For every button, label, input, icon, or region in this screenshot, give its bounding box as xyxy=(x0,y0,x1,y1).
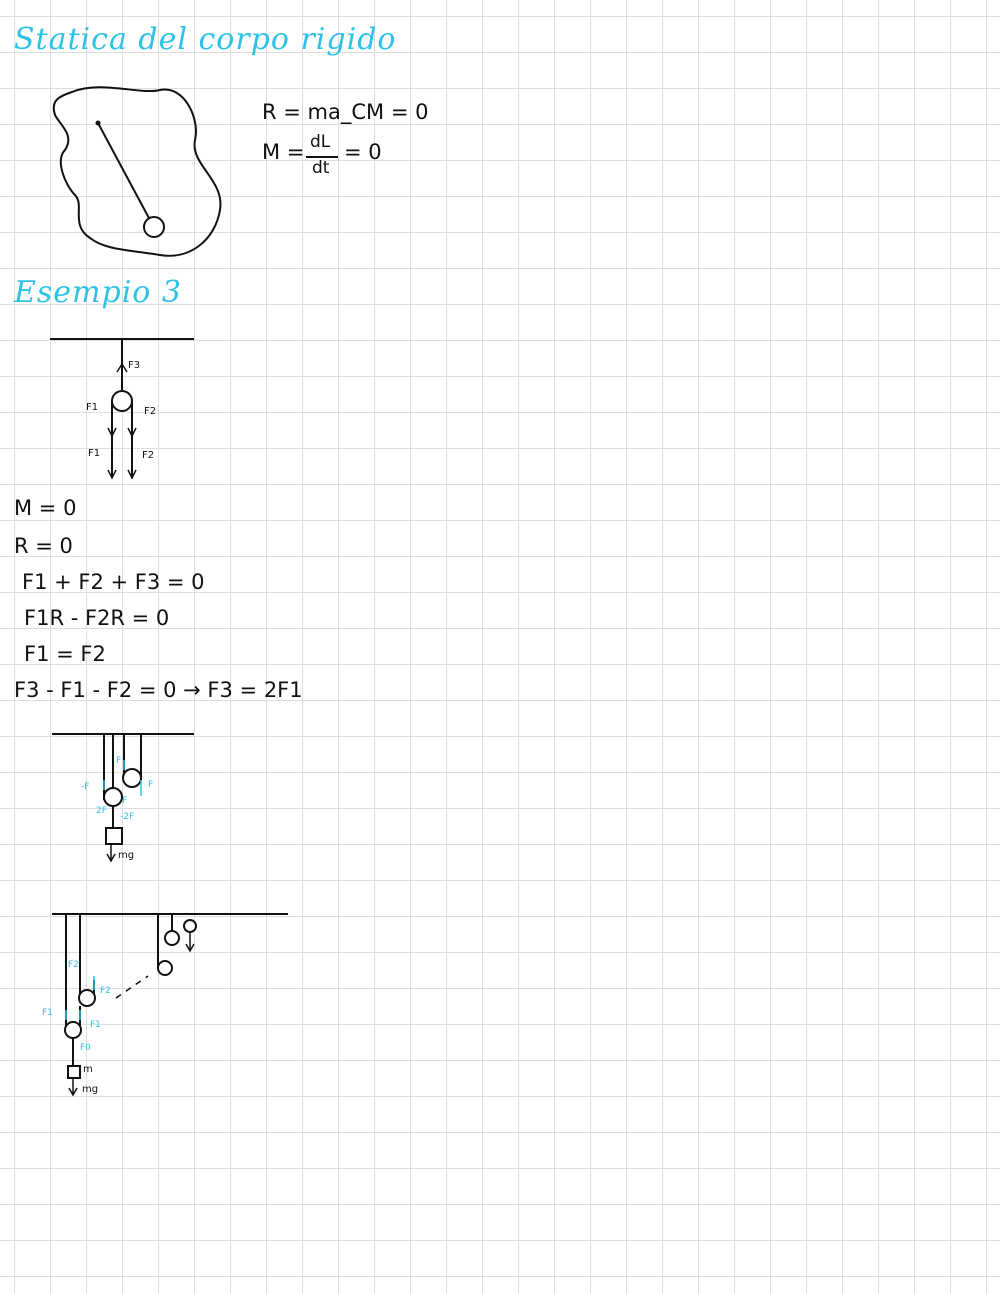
label-fig2-2f: 2F xyxy=(96,806,107,816)
pulley-1 xyxy=(111,390,133,412)
label-fig2-f-right: F xyxy=(148,780,154,790)
equation-moment-denominator: dt xyxy=(312,158,330,178)
equation-line-4: F1R - F2R = 0 xyxy=(24,606,170,630)
pendulum-rod xyxy=(97,122,151,221)
equation-moment-numerator: dL xyxy=(310,132,331,152)
pivot-point xyxy=(95,120,101,126)
label-fig2-f-mid: F xyxy=(122,796,128,806)
label-fig3-f2-left: F2 xyxy=(68,960,79,970)
equation-line-6: F3 - F1 - F2 = 0 → F3 = 2F1 xyxy=(14,678,303,702)
label-fig2-minus-2f: -2F xyxy=(120,812,135,822)
pulley-3b xyxy=(64,1021,82,1039)
rigid-body-outline xyxy=(52,86,222,257)
pulley-3c xyxy=(157,960,173,976)
pulley-2b xyxy=(103,787,123,807)
equation-line-1: M = 0 xyxy=(14,496,77,520)
label-fig3-f0: F0 xyxy=(80,1043,91,1053)
equation-line-2: R = 0 xyxy=(14,534,73,558)
pendulum-bob xyxy=(143,216,165,238)
equation-moment-rhs: = 0 xyxy=(344,140,382,164)
pulley-3a xyxy=(78,989,96,1007)
equation-moment-lhs: M = xyxy=(262,140,305,164)
pulley-2a xyxy=(122,768,142,788)
label-f1-lower: F1 xyxy=(88,448,101,459)
pulley-3d xyxy=(164,930,180,946)
pulley-3e xyxy=(183,919,197,933)
fig3-pulley-diagram xyxy=(52,913,288,1097)
label-fig2-minus-f: -F xyxy=(81,782,90,792)
label-fig3-f1-left: F1 xyxy=(42,1008,53,1018)
label-f2-upper: F2 xyxy=(144,406,157,417)
label-fig2-mg: mg xyxy=(118,850,135,861)
equation-resultant-force: R = ma_CM = 0 xyxy=(262,100,429,124)
fig2-pulley-diagram xyxy=(52,733,194,863)
mass-block-3 xyxy=(67,1065,81,1079)
label-fig3-f2-right: F2 xyxy=(100,986,111,996)
example-title: Esempio 3 xyxy=(14,275,182,310)
equation-line-5: F1 = F2 xyxy=(24,642,106,666)
fraction-bar xyxy=(306,156,338,158)
label-f1-upper: F1 xyxy=(86,402,99,413)
label-f2-lower: F2 xyxy=(142,450,155,461)
dashed-connection xyxy=(115,975,149,999)
label-fig3-f1-right: F1 xyxy=(90,1020,101,1030)
label-fig2-f-top: F xyxy=(116,756,122,766)
label-fig3-m: m xyxy=(83,1064,93,1075)
label-f3: F3 xyxy=(128,360,141,371)
label-fig3-mg: mg xyxy=(82,1084,99,1095)
equation-line-3: F1 + F2 + F3 = 0 xyxy=(22,570,205,594)
mass-block-2 xyxy=(105,827,123,845)
page-title: Statica del corpo rigido xyxy=(14,22,397,57)
fig1-pulley-diagram xyxy=(50,338,194,480)
